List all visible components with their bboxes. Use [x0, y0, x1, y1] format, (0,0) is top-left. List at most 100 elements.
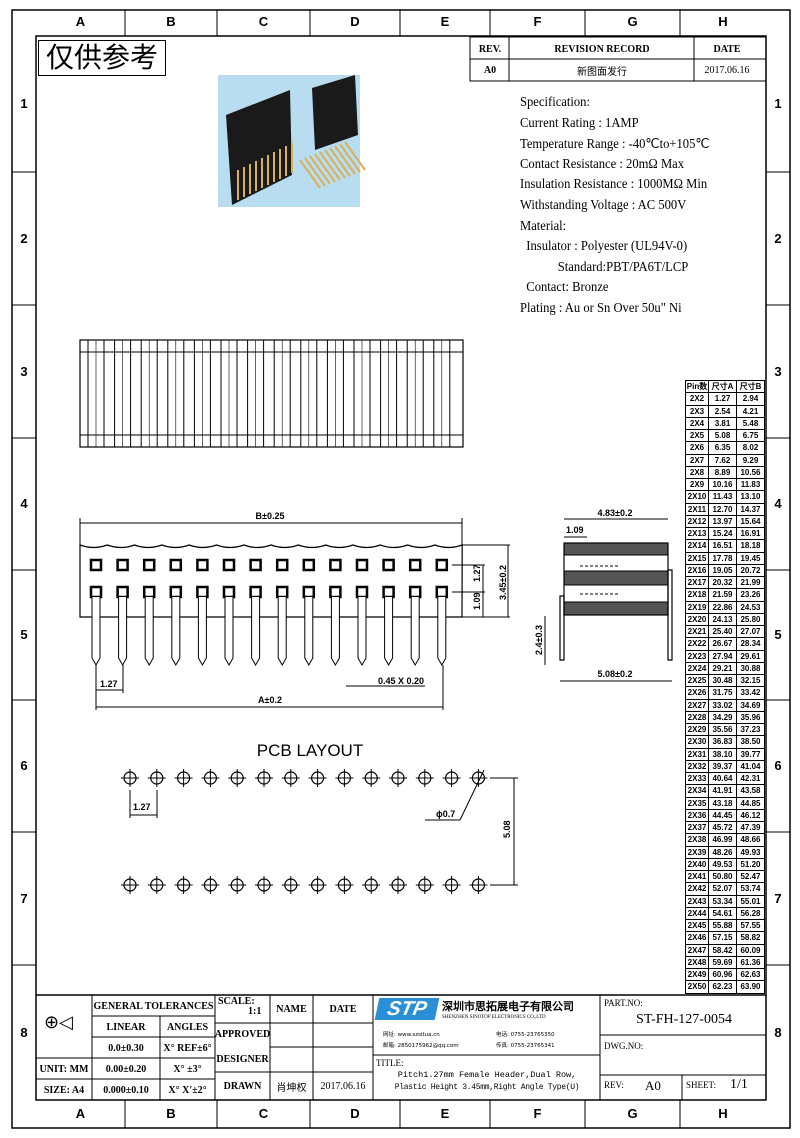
cell-dim-b: 29.61 — [737, 650, 765, 662]
cell-dim-a: 33.02 — [709, 699, 737, 711]
cell-dim-b: 47.39 — [737, 822, 765, 834]
cell-pins: 2X48 — [685, 956, 709, 968]
cell-pins: 2X6 — [685, 442, 709, 454]
cell-pins: 2X19 — [685, 601, 709, 613]
dim-height: 3.45±0.2 — [498, 565, 508, 600]
cell-pins: 2X35 — [685, 797, 709, 809]
cell-dim-a: 8.89 — [709, 466, 737, 478]
size: SIZE: A4 — [43, 1084, 85, 1096]
pin-table-header: Pin数 尺寸A 尺寸B — [685, 381, 765, 394]
spec-line: Insulation Resistance : 1000MΩ Min — [520, 177, 708, 193]
cell-dim-b: 9.29 — [737, 454, 765, 466]
company-name-en: SHENZHEN SINOTOP ELECTRONICS CO.,LTD — [442, 1015, 546, 1020]
cell-pins: 2X42 — [685, 883, 709, 895]
cell-dim-a: 46.99 — [709, 834, 737, 846]
sheet-label: SHEET: — [686, 1080, 717, 1090]
angle-tolerance-2: X° ±3° — [173, 1063, 202, 1075]
cell-dim-b: 38.50 — [737, 736, 765, 748]
company-fax: 传真: 0755-23765341 — [496, 1043, 555, 1049]
cell-pins: 2X24 — [685, 662, 709, 674]
row-label-right: 3 — [774, 363, 782, 379]
spec-line: Current Rating : 1AMP — [520, 115, 639, 131]
cell-pins: 2X25 — [685, 675, 709, 687]
cell-pins: 2X18 — [685, 589, 709, 601]
spec-line: Specification: — [520, 95, 590, 110]
cell-dim-b: 56.28 — [737, 907, 765, 919]
cell-dim-a: 5.08 — [709, 430, 737, 442]
cell-dim-a: 16.51 — [709, 540, 737, 552]
cell-dim-b: 39.77 — [737, 748, 765, 760]
cell-pins: 2X45 — [685, 920, 709, 932]
cell-dim-a: 11.43 — [709, 491, 737, 503]
cell-pins: 2X26 — [685, 687, 709, 699]
cell-dim-b: 52.47 — [737, 871, 765, 883]
top-view — [79, 339, 464, 448]
cell-pins: 2X41 — [685, 871, 709, 883]
cell-pins: 2X30 — [685, 736, 709, 748]
dim-b: B±0.25 — [256, 511, 285, 521]
sheet-number: 1/1 — [730, 1077, 748, 1092]
projection-symbol-icon: ⊕◁ — [44, 1012, 73, 1032]
cell-dim-b: 35.96 — [737, 711, 765, 723]
cell-dim-b: 8.02 — [737, 442, 765, 454]
cell-pins: 2X21 — [685, 626, 709, 638]
cell-dim-b: 32.15 — [737, 675, 765, 687]
company-phone: 电话: 0755-23765350 — [496, 1032, 555, 1038]
cell-dim-a: 12.70 — [709, 503, 737, 515]
cell-dim-a: 21.59 — [709, 589, 737, 601]
company-logo: STP — [374, 998, 440, 1020]
cell-dim-b: 2.94 — [737, 393, 765, 405]
date-header: DATE — [713, 43, 741, 55]
cell-dim-b: 43.58 — [737, 785, 765, 797]
row-label-left: 3 — [20, 363, 28, 379]
cell-pins: 2X2 — [685, 393, 709, 405]
cell-dim-a: 62.23 — [709, 981, 737, 993]
cell-pins: 2X27 — [685, 699, 709, 711]
row-label-right: 6 — [774, 758, 782, 773]
row-label-left: 2 — [20, 230, 28, 246]
cell-dim-b: 18.18 — [737, 540, 765, 552]
product-photo — [218, 75, 366, 207]
column-label-bottom: E — [440, 1106, 450, 1121]
general-tolerances: GENERAL TOLERANCES — [93, 1000, 214, 1012]
cell-dim-a: 45.72 — [709, 822, 737, 834]
cell-dim-a: 7.62 — [709, 454, 737, 466]
linear-label: LINEAR — [106, 1021, 146, 1033]
pcb-pitch: 1.27 — [133, 802, 151, 812]
title-label: TITLE: — [376, 1058, 404, 1068]
scale-value: 1:1 — [248, 1006, 262, 1017]
title-block-lines — [36, 994, 766, 1100]
column-label-bottom: G — [627, 1106, 638, 1121]
cell-pins: 2X49 — [685, 969, 709, 981]
cell-dim-a: 19.05 — [709, 564, 737, 576]
cell-pins: 2X39 — [685, 846, 709, 858]
cell-dim-a: 31.75 — [709, 687, 737, 699]
row-label-left: 7 — [20, 890, 28, 906]
dwg-no-label: DWG.NO: — [604, 1041, 644, 1051]
row-label-right: 8 — [774, 1024, 782, 1040]
rev-value-tb: A0 — [645, 1078, 661, 1093]
cell-dim-b: 14.37 — [737, 503, 765, 515]
row-label-left: 6 — [20, 758, 28, 773]
cell-dim-b: 13.10 — [737, 491, 765, 503]
cell-dim-a: 40.64 — [709, 773, 737, 785]
row-label-left: 1 — [20, 96, 28, 111]
cell-dim-a: 55.88 — [709, 920, 737, 932]
reference-only-stamp: 仅供参考 — [38, 40, 166, 76]
column-label-bottom: B — [166, 1106, 176, 1121]
